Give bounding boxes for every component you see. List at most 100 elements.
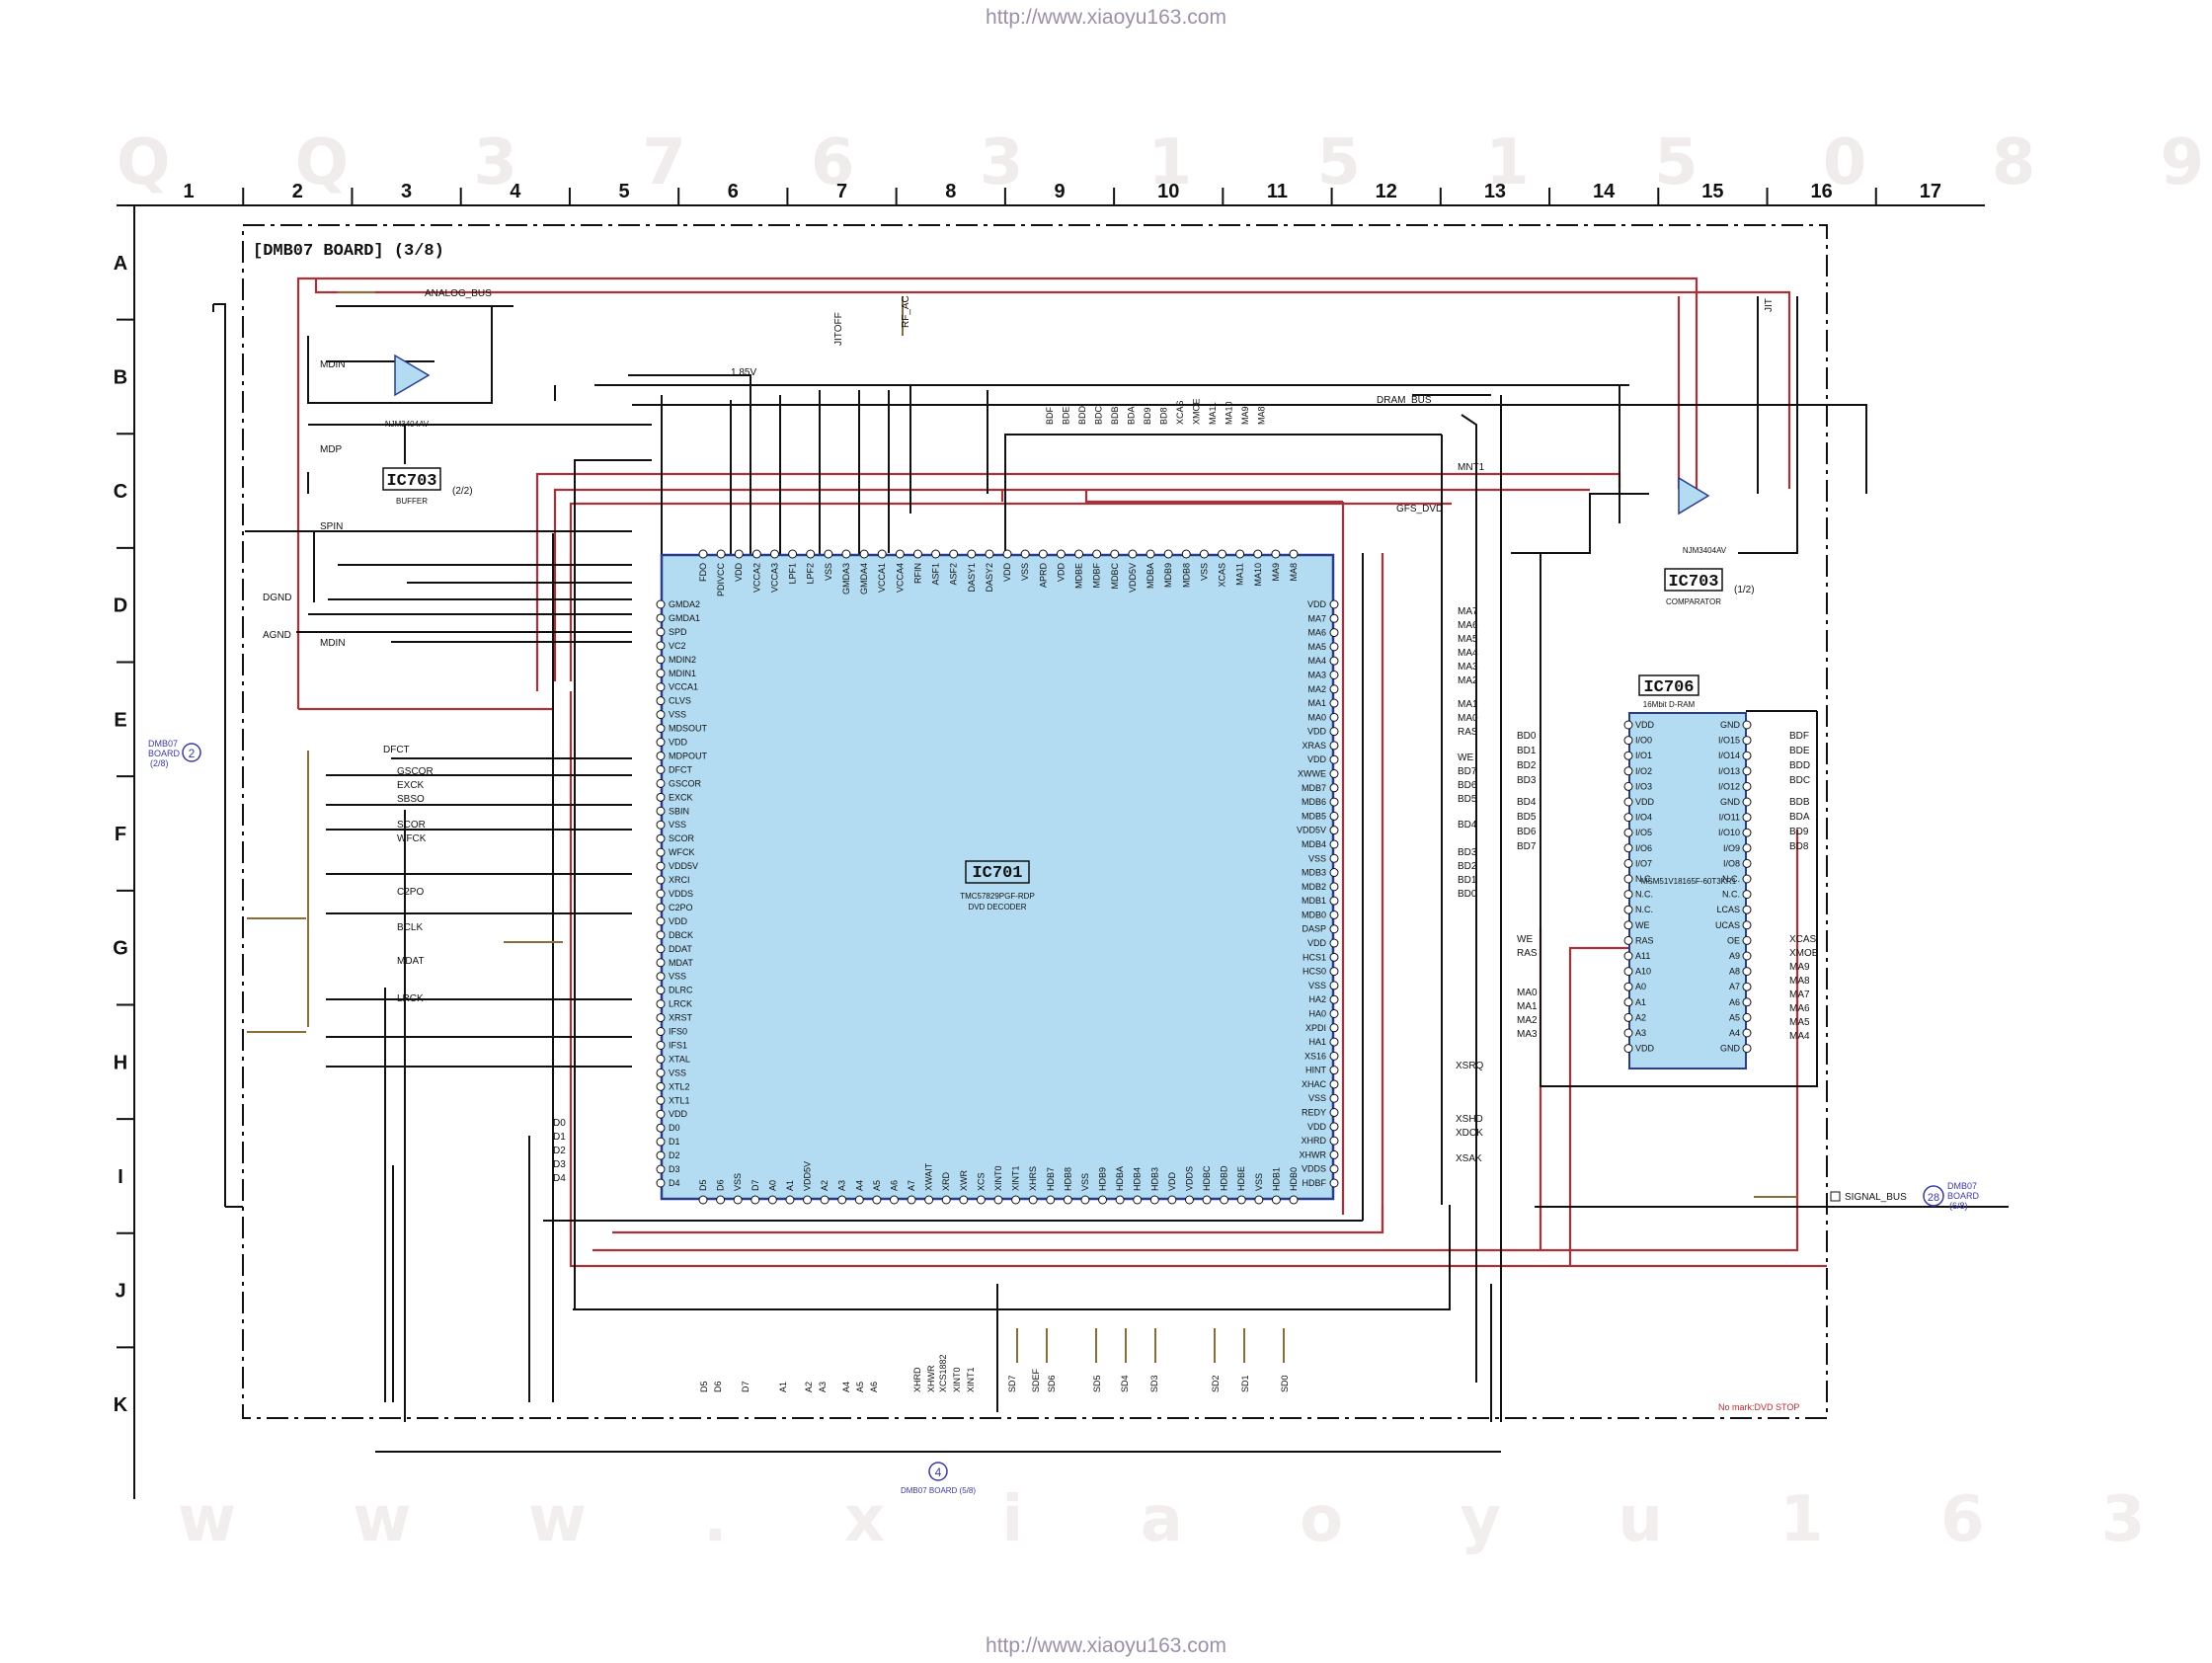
left-signal-label: WFCK [397,833,427,844]
ic701-bottom-pin-dot [889,1195,899,1205]
source-url-top[interactable]: http://www.xiaoyu163.com [986,6,1226,29]
connector-left[interactable]: 2 DMB07 BOARD (2/8) [148,739,201,768]
bottom-signal-label: XCS1882 [938,1354,948,1392]
ic701-top-pin-dot [1289,549,1299,559]
ic706-left-pin-label: I/O3 [1635,781,1652,791]
bottom-signal-label: SD6 [1047,1375,1057,1392]
bottom-signal-label: A4 [841,1382,851,1392]
ic701-bottom-pin-label: D6 [716,1179,726,1191]
ic701-right-pin-dot [1329,924,1339,934]
ic701-bottom-pin-label: HDBE [1236,1166,1246,1191]
connector-bottom-number: 4 [935,1465,942,1479]
ic701-bottom-pin-dot [1063,1195,1072,1205]
grid-col-16: 16 [1811,181,1833,202]
right-signal-label: BD0 [1458,889,1477,900]
ic701-left-pin-dot [656,724,666,734]
ic701-left-pin-label: VCCA1 [669,682,698,692]
source-url-bottom[interactable]: http://www.xiaoyu163.com [986,1634,1226,1657]
ic703b-part: NJM3404AV [1683,546,1727,555]
ic701-left-pin-label: D2 [669,1150,680,1160]
ic706-name: IC706 [1643,678,1694,697]
ic701-right-pin-label: VSS [1308,981,1326,990]
right-signal-label: BD3 [1458,847,1477,858]
left-signal-label: LRCK [397,993,424,1004]
ic701-right-pin-label: MA1 [1307,698,1326,708]
ic701-left-pin-label: EXCK [669,792,693,802]
ic706-left-pin-dot [1623,905,1633,914]
ic706-right-pin-dot [1742,920,1752,930]
grid-col-9: 9 [1054,181,1065,202]
ic701-bottom-pin-dot [1080,1195,1090,1205]
connector-bottom[interactable]: 4 DMB07 BOARD (5/8) [901,1462,976,1495]
top-bus-label: XMOE [1192,398,1202,425]
ic706-left-pin-dot [1623,813,1633,823]
top-bus-label: BDC [1094,405,1104,425]
ic706-left-pin-dot [1623,982,1633,991]
ic701-bottom-pin-dot [837,1195,847,1205]
ic701-bottom-pin-label: HDB8 [1063,1167,1072,1191]
jitoff-label: JITOFF [833,312,844,346]
ic701-right-pin-label: XHWR [1300,1149,1327,1159]
ic701-left-pin-dot [656,627,666,637]
ic703-buffer[interactable]: IC703 (2/2) BUFFER NJM3404AV [382,354,473,506]
bottom-signal-label: SD7 [1007,1375,1017,1392]
ic701-bottom-pin-dot [1254,1195,1264,1205]
ic701-right-pin-label: HDBF [1303,1178,1327,1188]
ic706-left-pin-label: A2 [1635,1012,1646,1022]
ic701-left-pin-dot [656,599,666,609]
ic701-right-pin-label: DASP [1302,924,1326,934]
ic701-top-pin-dot [1218,549,1227,559]
connector-left-label-3: (2/8) [150,758,169,768]
dram-left-signal-label: BD6 [1517,827,1537,837]
connector-right-bus: SIGNAL_BUS [1845,1192,1907,1203]
ic701-bottom-pin-dot [959,1195,969,1205]
ic706-left-pin-dot [1623,751,1633,760]
bottom-signal-label: XHWR [926,1365,936,1392]
ic701-right-pin-dot [1329,670,1339,679]
ic701-top-pin-dot [1128,549,1138,559]
connector-right[interactable]: SIGNAL_BUS 28 DMB07 BOARD (6/8) [1830,1181,1980,1211]
dram-right-signal-label: XMOE [1789,948,1819,959]
ic701-bottom-pin-dot [1028,1195,1038,1205]
ic701-bottom-pin-label: HDB3 [1149,1167,1159,1191]
ic706-left-pin-dot [1623,766,1633,776]
ic706-left-pin-dot [1623,828,1633,837]
ic701-top-pin-label: LPF1 [788,563,798,585]
ic701-right-pin-dot [1329,868,1339,878]
ic701-top-pin-dot [1181,549,1191,559]
connector-left-label-1: DMB07 [148,739,178,749]
ic701-right-pin-label: VDDS [1302,1164,1326,1174]
ic706-right-pin-dot [1742,781,1752,791]
ic701-left-pin-label: XTL2 [669,1081,690,1091]
ic701-left-pin-dot [656,875,666,885]
ic706-left-pin-dot [1623,951,1633,961]
ic701-left-pin-dot [656,806,666,816]
top-bus-label: MA8 [1257,406,1267,425]
ic706-left-pin-label: VDD [1635,720,1655,730]
ic706-chip[interactable]: IC706 16Mbit D-RAM MSM51V18165F-60T3KR1 … [1623,674,1752,1069]
ic701-bottom-pin-label: XINT1 [1011,1165,1021,1191]
ic701-bottom-pin-label: XWR [959,1170,969,1191]
ic706-right-pin-label: I/O15 [1718,736,1740,746]
ic701-left-pin-dot [656,930,666,940]
ic701-right-pin-label: MA4 [1307,656,1326,666]
ic701-right-pin-label: MDB4 [1302,839,1326,849]
ic701-bottom-pin-dot [767,1195,777,1205]
right-signal-label: MA5 [1458,634,1478,645]
ic706-right-pins: GNDI/O15I/O14I/O13I/O12GNDI/O11I/O10I/O9… [1715,720,1752,1054]
ic701-top-pin-label: VDD [734,563,744,583]
left-signal-labels: MDINMDPSPINDGNDAGNDMDINDFCTGSCOREXCKSBSO… [263,359,566,1184]
ic706-name-box [1638,674,1699,696]
ic701-right-pin-dot [1329,839,1339,849]
ic703-comparator[interactable]: IC703 (1/2) COMPARATOR NJM3404AV [1664,476,1755,606]
left-signal-label: D0 [553,1118,566,1129]
left-signal-label: AGND [263,630,291,641]
ic701-top-pin-label: VDD [1056,563,1066,583]
ic701-bottom-pin-label: XRD [941,1171,951,1191]
ic701-left-pin-label: MDAT [669,958,693,968]
ic706-left-pin-dot [1623,781,1633,791]
ic701-right-pin-dot [1329,769,1339,779]
ic706-right-pin-label: A9 [1729,951,1740,961]
